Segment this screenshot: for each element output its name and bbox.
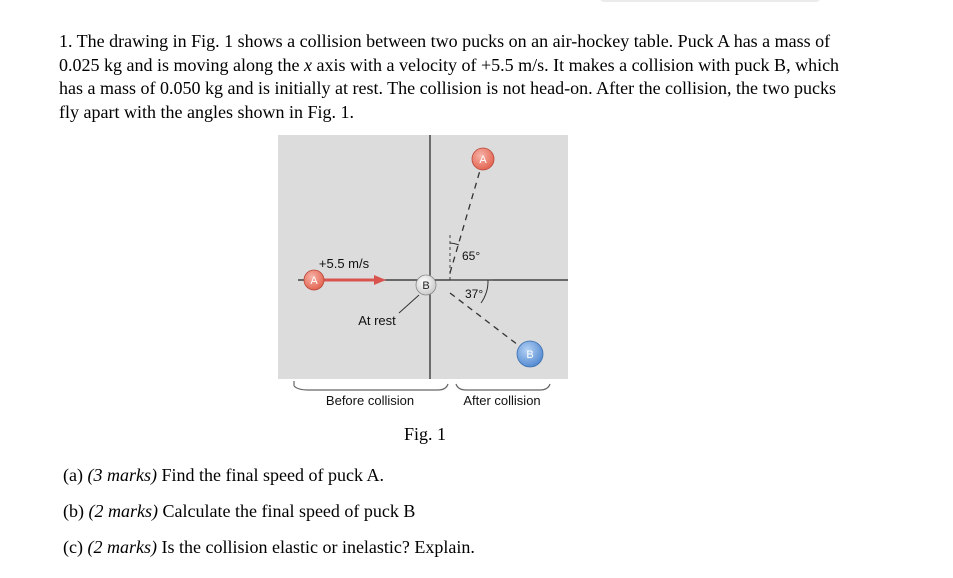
problem-number: 1.: [59, 31, 73, 51]
collision-diagram: A B +5.5 m/s At rest 65° 37° A B Before …: [278, 135, 568, 408]
question-c: (c) (2 marks) Is the collision elastic o…: [63, 537, 475, 558]
at-rest-label: At rest: [358, 313, 396, 328]
angle-65-label: 65°: [462, 249, 480, 263]
problem-statement: 1. The drawing in Fig. 1 shows a collisi…: [59, 30, 849, 124]
x-variable: x: [303, 54, 312, 75]
puck-b-final: [516, 340, 544, 368]
puck-b-initial-label: B: [422, 280, 429, 292]
velocity-arrow-head: [374, 275, 386, 285]
question-c-marks: (2 marks): [87, 537, 157, 557]
table-background: [278, 135, 568, 379]
angle-37-label: 37°: [465, 287, 483, 301]
question-a-text: Find the final speed of puck A.: [156, 465, 384, 485]
after-bracket: [455, 383, 551, 391]
puck-a-initial: [303, 269, 325, 291]
question-b-text: Calculate the final speed of puck B: [158, 501, 416, 521]
puck-a-trajectory: [449, 166, 482, 274]
question-a-marks: (3 marks): [87, 465, 157, 485]
problem-text-part-2: axis with a velocity of +5.5 m/s. It mak…: [59, 54, 840, 122]
question-c-label: (c): [63, 537, 88, 557]
angle-arc-37: [480, 279, 489, 304]
puck-a-final: [471, 147, 495, 171]
collision-figure: A B +5.5 m/s At rest 65° 37° A B Before …: [278, 135, 568, 425]
puck-b-final-label: B: [526, 349, 533, 361]
figure-caption: Fig. 1: [404, 424, 447, 444]
puck-b-initial: [415, 274, 437, 296]
puck-a-initial-label: A: [310, 275, 318, 287]
puck-b-trajectory: [449, 292, 519, 346]
after-collision-label: After collision: [463, 393, 540, 408]
before-bracket: [293, 381, 449, 391]
velocity-label: +5.5 m/s: [319, 256, 370, 271]
puck-a-final-label: A: [479, 154, 487, 166]
at-rest-leader-line: [398, 294, 420, 314]
before-collision-label: Before collision: [326, 393, 414, 408]
question-c-text: Is the collision elastic or inelastic? E…: [156, 537, 475, 557]
question-b-label: (b): [63, 501, 89, 521]
question-a-label: (a): [63, 465, 88, 485]
question-b-marks: (2 marks): [88, 501, 159, 521]
cropped-header-fragment: [600, 0, 820, 2]
question-b: (b) (2 marks) Calculate the final speed …: [63, 501, 415, 522]
question-a: (a) (3 marks) Find the final speed of pu…: [63, 465, 384, 486]
problem-text-part-1: The drawing in Fig. 1 shows a collision …: [59, 31, 831, 75]
